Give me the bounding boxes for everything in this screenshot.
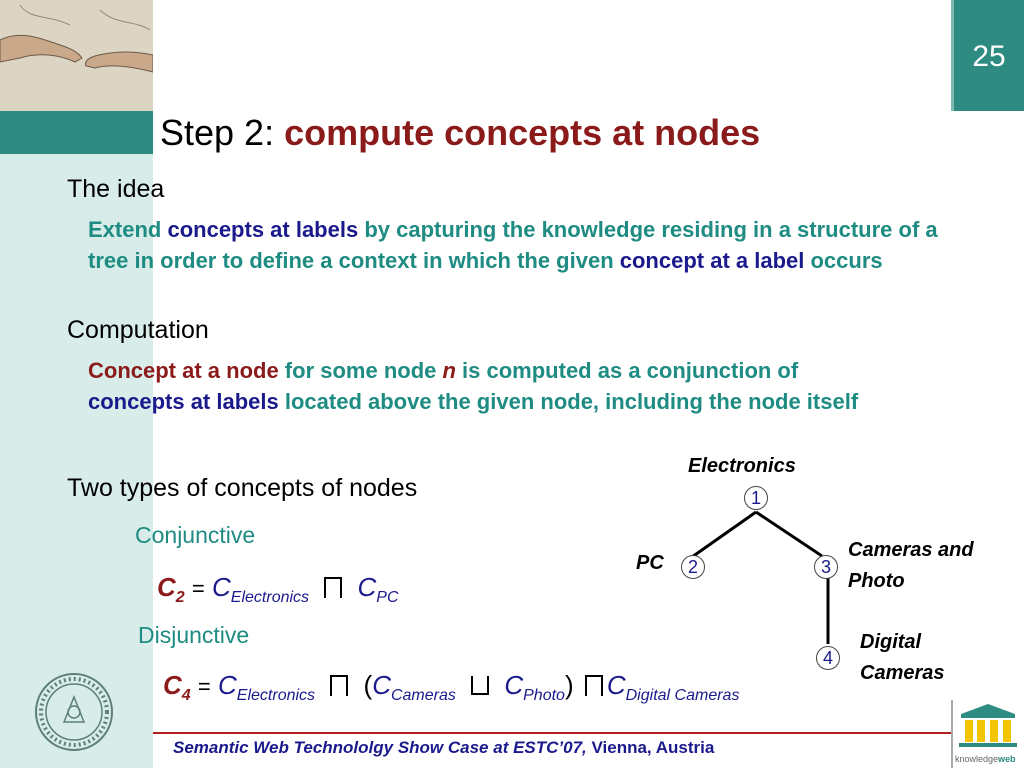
formula-lhs: C4: [163, 670, 191, 704]
comp-text-3: n: [442, 358, 456, 383]
open-paren: (: [363, 670, 373, 700]
term-electronics: CElectronics: [212, 572, 310, 606]
intersection-icon: [324, 577, 343, 598]
edge-1-3: [755, 510, 823, 558]
knowledgeweb-text: knowledgeweb: [955, 754, 1016, 764]
term-photo: CPhoto: [504, 670, 565, 704]
intersection-icon: [584, 675, 603, 696]
node-1: 1: [744, 486, 768, 510]
node-label-pc: PC: [636, 552, 664, 574]
idea-text-5: occurs: [804, 248, 883, 273]
close-paren: ): [564, 670, 574, 700]
comp-text-1: Concept at a node: [88, 358, 279, 383]
tree-edges: [691, 510, 830, 644]
equals-sign: =: [197, 674, 211, 699]
node-2: 2: [681, 555, 705, 579]
footer-rule: [153, 732, 951, 734]
knowledgeweb-logo: knowledgeweb: [951, 700, 1024, 768]
disjunctive-label: Disjunctive: [138, 622, 250, 648]
idea-paragraph: Extend concepts at labels by capturing t…: [88, 214, 948, 276]
computation-heading: Computation: [67, 316, 209, 344]
types-heading: Two types of concepts of nodes: [67, 474, 418, 502]
slide-number-box: 25: [951, 0, 1024, 111]
disjunctive-formula: C4 = CElectronics (CCameras CPhoto) CDig…: [163, 670, 739, 705]
term-digital-cameras: CDigital Cameras: [606, 670, 740, 704]
conjunctive-label: Conjunctive: [135, 522, 256, 548]
idea-text-2: concepts at labels: [167, 217, 359, 242]
idea-text-4: concept at a label: [619, 248, 805, 273]
teal-title-bar: [0, 111, 153, 154]
edge-1-2: [691, 510, 757, 559]
title-lead: Step 2:: [160, 112, 275, 153]
equals-sign: =: [191, 576, 205, 601]
union-icon: [471, 676, 490, 695]
node-4: 4: [816, 646, 840, 670]
conjunctive-formula: C2 = CElectronics CPC: [157, 572, 399, 607]
idea-text-3: by capturing the knowledge residing in a…: [88, 217, 938, 273]
idea-text-1: Extend: [88, 217, 168, 242]
footer-text: Semantic Web Technololgy Show Case at ES…: [173, 738, 714, 758]
slide-number: 25: [972, 40, 1006, 73]
comp-text-6: located above the given node, including …: [278, 389, 859, 414]
computation-paragraph: Concept at a node for some node n is com…: [88, 355, 878, 417]
intersection-icon: [330, 675, 349, 696]
temple-icon: [959, 704, 1017, 747]
comp-text-5: concepts at labels: [88, 389, 279, 414]
comp-text-4: is computed as a conjunction of: [455, 358, 799, 383]
idea-heading: The idea: [67, 175, 165, 203]
term-electronics: CElectronics: [218, 670, 316, 704]
formula-lhs: C2: [157, 572, 185, 606]
title-accent: compute concepts at nodes: [284, 112, 761, 153]
node-3: 3: [814, 555, 838, 579]
university-seal-icon: [35, 673, 113, 751]
node-label-electronics: Electronics: [688, 455, 796, 477]
term-cameras: CCameras: [372, 670, 456, 704]
term-pc: CPC: [357, 572, 399, 606]
footer-plain: Vienna, Austria: [586, 738, 715, 757]
creation-of-adam-image: [0, 0, 153, 111]
footer-italic: Semantic Web Technololgy Show Case at ES…: [173, 738, 587, 757]
slide-title: Step 2: compute concepts at nodes: [160, 112, 760, 154]
comp-text-2: for some node: [278, 358, 443, 383]
